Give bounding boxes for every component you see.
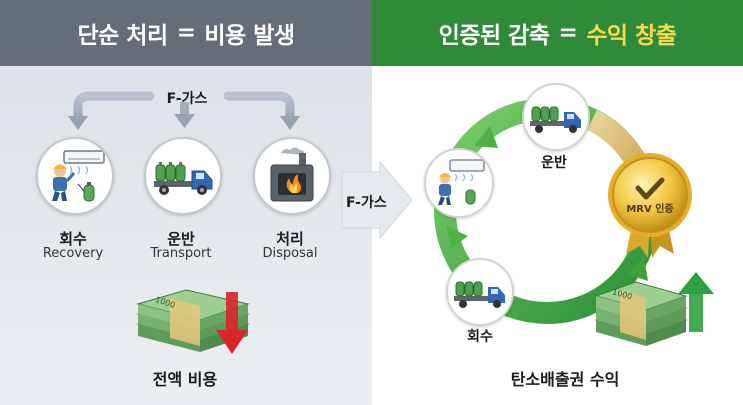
right-header-part1: 인증된 감축 bbox=[438, 23, 550, 49]
cycle-transport-circle bbox=[522, 83, 590, 151]
gas-truck-icon bbox=[154, 162, 213, 195]
revenue-up-arrow bbox=[678, 272, 714, 332]
recovery-step-circle bbox=[36, 137, 114, 215]
cycle-recovery-tech-circle bbox=[424, 148, 494, 218]
left-header-part1: 단순 처리 bbox=[77, 23, 168, 49]
technician-aircon-icon bbox=[52, 150, 105, 202]
recovery-english-label: Recovery bbox=[42, 246, 104, 261]
right-header-equals: = bbox=[558, 20, 578, 46]
middle-fgas-label: F-가스 bbox=[346, 195, 387, 211]
recovery-korean-label: 회수 bbox=[59, 230, 87, 248]
right-header: 인증된 감축 = 수익 창출 bbox=[372, 0, 743, 66]
disposal-step-circle bbox=[253, 137, 331, 215]
check-icon bbox=[635, 177, 665, 200]
cycle-recovery-label: 회수 bbox=[467, 329, 493, 345]
right-caption: 탄소배출권 수익 bbox=[510, 370, 620, 389]
gas-truck-icon bbox=[454, 281, 505, 308]
fgas-transfer-arrow bbox=[341, 160, 413, 240]
cycle-recovery-truck-circle bbox=[446, 258, 514, 326]
left-fgas-label: F-가스 bbox=[166, 91, 208, 107]
right-header-part2: 수익 창출 bbox=[586, 23, 677, 49]
transport-step-circle bbox=[144, 137, 222, 215]
transport-english-label: Transport bbox=[150, 246, 212, 261]
disposal-english-label: Disposal bbox=[262, 246, 318, 261]
technician-aircon-icon bbox=[438, 159, 485, 205]
left-header: 단순 처리 = 비용 발생 bbox=[0, 0, 372, 66]
gas-truck-icon bbox=[530, 106, 581, 133]
mrv-badge-icon bbox=[608, 153, 692, 258]
left-header-part2: 비용 발생 bbox=[204, 23, 295, 49]
money-stack-icon bbox=[594, 281, 688, 346]
disposal-korean-label: 처리 bbox=[276, 230, 304, 248]
left-caption: 전액 비용 bbox=[152, 370, 218, 389]
transport-korean-label: 운반 bbox=[167, 230, 195, 248]
left-header-equals: = bbox=[176, 20, 196, 46]
cost-down-arrow bbox=[216, 292, 248, 354]
cycle-transport-label: 운반 bbox=[541, 155, 567, 171]
money-stack-icon bbox=[136, 289, 250, 352]
incinerator-icon bbox=[270, 147, 314, 202]
mrv-badge-text: MRV 인증 bbox=[626, 204, 674, 215]
fgas-distribution-arrows bbox=[68, 91, 300, 130]
